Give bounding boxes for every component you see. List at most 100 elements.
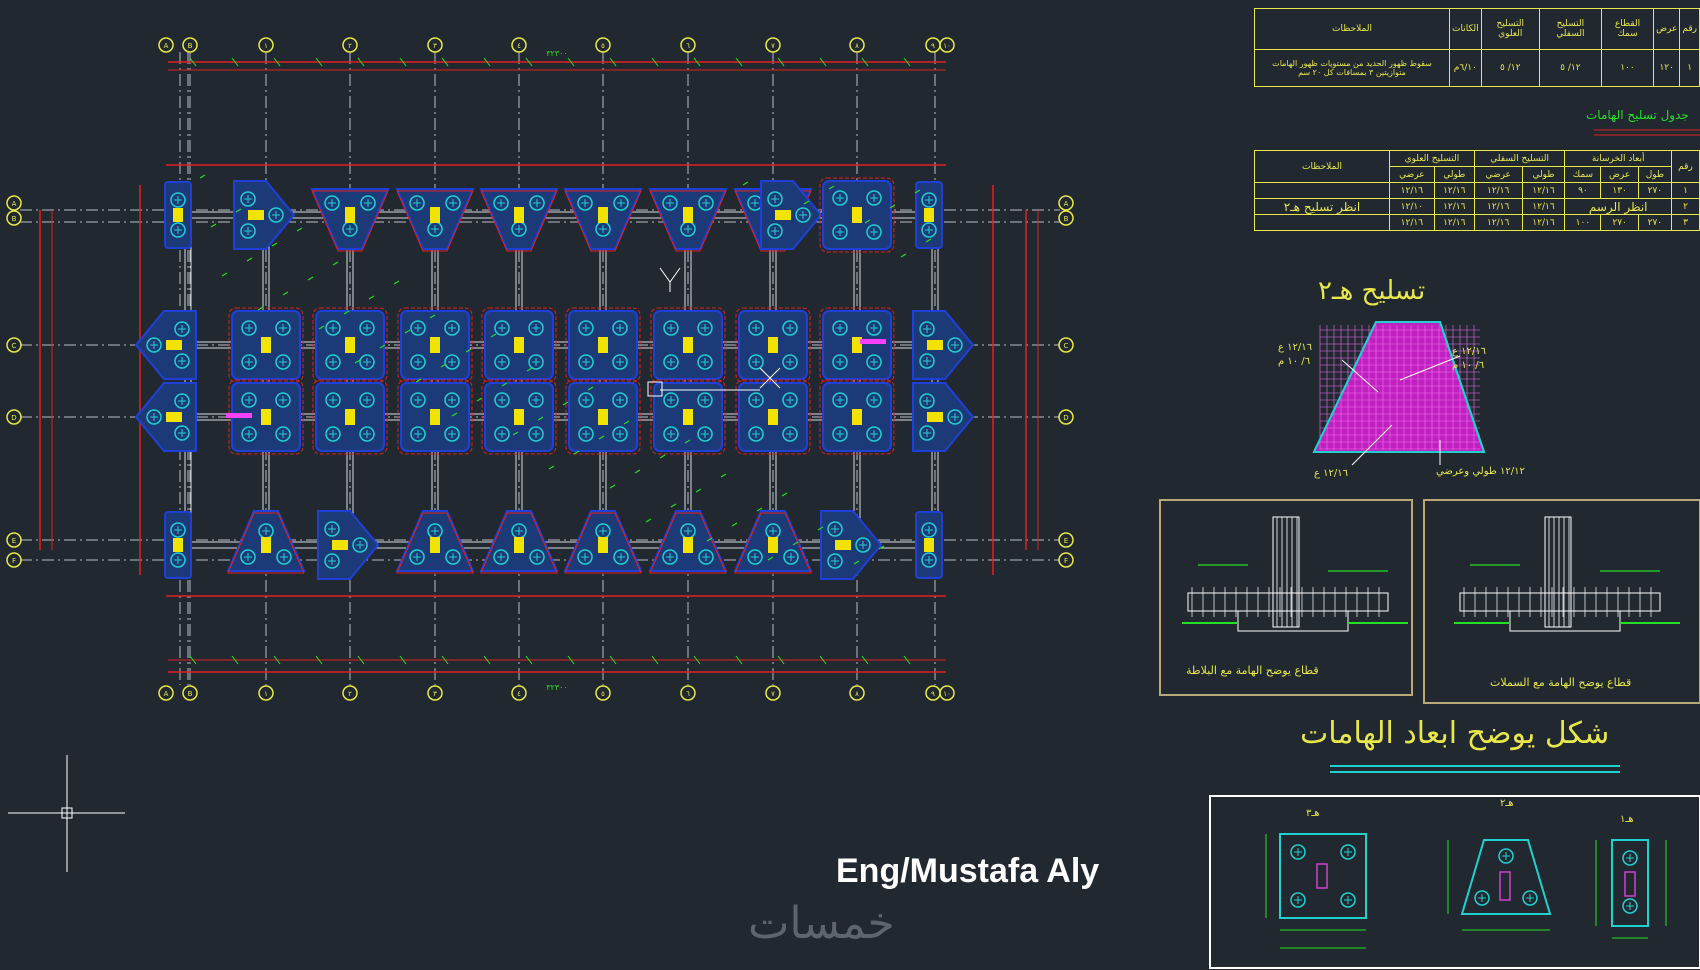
green-annotation xyxy=(792,541,799,546)
leader-line xyxy=(1351,424,1393,466)
dimension-tick xyxy=(903,655,911,665)
column xyxy=(852,207,862,223)
table-cell: ١٢٠ xyxy=(1653,49,1681,87)
axis-bubble-label: ٣ xyxy=(433,690,437,698)
column xyxy=(166,412,182,422)
green-annotation xyxy=(271,242,278,247)
green-annotation xyxy=(684,439,691,444)
green-annotation xyxy=(307,276,314,281)
cap-column xyxy=(1624,871,1636,897)
column xyxy=(430,537,440,553)
pile-circle xyxy=(866,190,882,206)
pile-circle xyxy=(409,195,425,211)
pile-circle xyxy=(663,320,679,336)
dimension-tick xyxy=(357,655,365,665)
axis-bubble xyxy=(1058,409,1074,425)
pile-cap-outline xyxy=(650,379,726,455)
column xyxy=(248,210,264,220)
pile-cap-outline xyxy=(649,512,727,574)
table-subheader: طول xyxy=(1637,166,1673,183)
dimension-tick xyxy=(693,655,701,665)
axis-bubble xyxy=(1058,552,1074,568)
column xyxy=(514,337,524,353)
axis-bubble-label: ٥ xyxy=(601,690,605,698)
detail-column xyxy=(1544,516,1572,628)
detail-caption: قطاع يوضح الهامة مع البلاطة xyxy=(1186,664,1319,677)
axis-bubble xyxy=(680,37,696,53)
pile-circle xyxy=(359,354,375,370)
section-note: ٦/ ١٠ م xyxy=(1452,360,1485,371)
detail-caption: قطاع يوضح الهامة مع السملات xyxy=(1490,676,1632,689)
column xyxy=(768,337,778,353)
column xyxy=(430,337,440,353)
green-annotation xyxy=(235,208,242,213)
pile-circle xyxy=(528,392,544,408)
cap-column xyxy=(1499,871,1511,901)
axis-bubble xyxy=(6,409,22,425)
green-annotation xyxy=(914,189,921,194)
table-subheader: طولي xyxy=(1521,166,1566,183)
axis-bubble-label: ١ xyxy=(264,690,268,698)
table-cell: ٢٧٠ xyxy=(1637,182,1673,199)
table-cell: انظر الرسم xyxy=(1564,198,1672,215)
pile-cap-label: هـ٢ xyxy=(1500,798,1514,809)
section-shape xyxy=(1312,321,1486,453)
reinforcement-table-middle: الملاحظات التسليح العلوي التسليح السفلي … xyxy=(1254,150,1700,231)
dims-title: شكل يوضح ابعاد الهامات xyxy=(1300,716,1610,751)
selection-box xyxy=(647,381,663,397)
dimension-tick xyxy=(315,655,323,665)
pile-circle xyxy=(577,195,593,211)
axis-bubble-label: D xyxy=(11,414,16,422)
table-cell: ١٢/ ٥ xyxy=(1538,49,1602,87)
detail-frame xyxy=(1159,499,1413,696)
table-cell: ١٢/١٦ xyxy=(1473,214,1523,231)
green-annotation xyxy=(512,431,519,436)
pile-circle xyxy=(782,320,798,336)
pile-circle xyxy=(275,354,291,370)
pile-circle xyxy=(855,537,871,553)
pile-cap-label: هـ٣ xyxy=(1306,808,1320,819)
table-header: التسليح السفلي xyxy=(1473,150,1566,167)
table-header: القطاع سمك xyxy=(1600,8,1655,50)
dimension-tick xyxy=(273,655,281,665)
section-outline xyxy=(1312,321,1486,453)
table-cell: ١٢/١٦ xyxy=(1521,214,1566,231)
green-annotation xyxy=(634,469,641,474)
column xyxy=(598,537,608,553)
dimension-tick xyxy=(273,57,281,67)
column xyxy=(598,409,608,425)
pile-circle xyxy=(410,392,426,408)
pile-circle xyxy=(1622,898,1638,914)
pile-circle xyxy=(444,426,460,442)
table-cell: ١٢/١٦ xyxy=(1473,198,1523,215)
axis-bubble xyxy=(6,532,22,548)
green-annotation xyxy=(393,280,400,285)
pile-circle xyxy=(1340,844,1356,860)
axis-bubble xyxy=(6,552,22,568)
pile-circle xyxy=(324,553,340,569)
axis-bubble xyxy=(595,685,611,701)
table-cell: ١٢/١٦ xyxy=(1389,182,1435,199)
axis-bubble-label: ٨ xyxy=(855,690,859,698)
pile-circle xyxy=(445,549,461,565)
green-annotation xyxy=(257,306,264,311)
green-annotation xyxy=(659,454,666,459)
column xyxy=(852,409,862,425)
column xyxy=(514,409,524,425)
section-note: ١٢/١٢ طولي وعرضي xyxy=(1436,466,1525,477)
pile-circle xyxy=(410,426,426,442)
dimension-label: ٣٢٣٠٠ xyxy=(546,49,567,58)
pile-circle xyxy=(241,320,257,336)
pile-cap-outline xyxy=(564,512,642,574)
pile-circle xyxy=(663,392,679,408)
dimension-tick xyxy=(735,57,743,67)
table-subheader: سمك xyxy=(1564,166,1602,183)
column xyxy=(683,409,693,425)
pile-circle xyxy=(577,549,593,565)
pile-circle xyxy=(662,549,678,565)
table-cell: ٦/١٠م xyxy=(1449,49,1482,87)
green-annotation xyxy=(817,526,824,531)
pile-circle xyxy=(697,392,713,408)
table-cell: ١٣٠ xyxy=(1600,182,1639,199)
